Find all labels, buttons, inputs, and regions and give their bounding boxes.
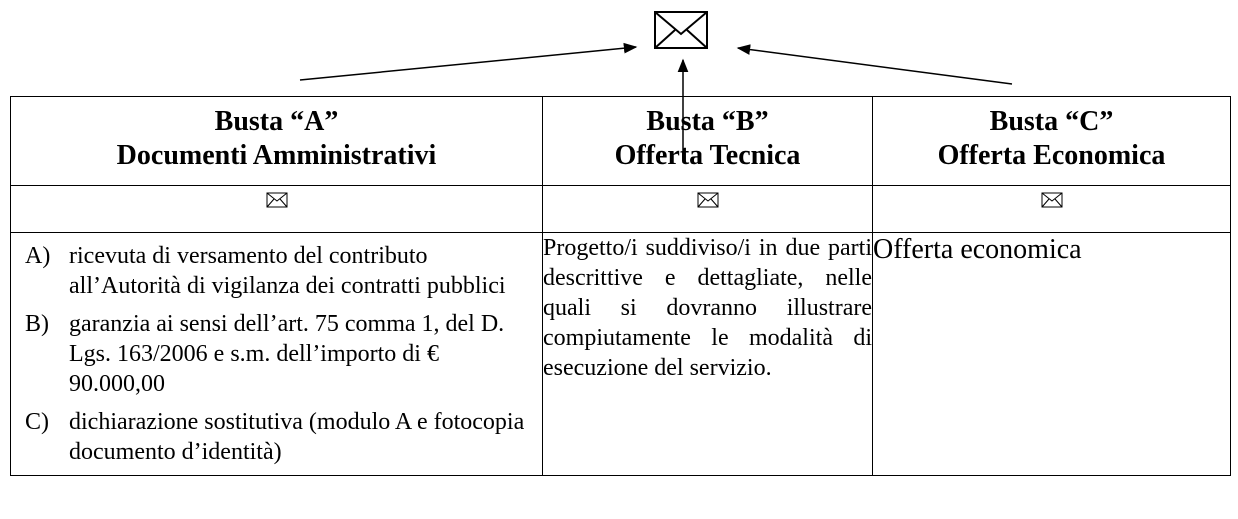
list-marker: B) [25,311,49,337]
envelope-icon [266,192,287,208]
column-subtitle: Offerta Economica [937,140,1166,171]
arrow-right [736,44,1013,85]
column-header-b: Busta “B” Offerta Tecnica [542,96,873,186]
list-marker: C) [25,409,49,435]
column-title: Busta “A” [214,106,339,137]
column-title: Busta “B” [646,106,769,137]
offerta-economica-text: Offerta economica [872,232,1231,476]
envelope-icon [653,10,709,50]
list-item-text: ricevuta di versamento del contributo al… [69,243,506,299]
envelope-table: Busta “A” Documenti Amministrativi Busta… [10,96,1231,476]
list-marker: A) [25,243,51,269]
table-header-row: Busta “A” Documenti Amministrativi Busta… [10,96,1231,186]
document-list: A) ricevuta di versamento del contributo… [11,233,542,467]
column-header-c: Busta “C” Offerta Economica [872,96,1231,186]
table-content-row: A) ricevuta di versamento del contributo… [10,232,1231,476]
offerta-tecnica-text: Progetto/i suddiviso/i in due parti desc… [542,232,873,476]
column-title: Busta “C” [989,106,1114,137]
envelope-icon [1041,192,1062,208]
list-item-text: dichiarazione sostitutiva (modulo A e fo… [69,409,525,465]
list-item: C) dichiarazione sostitutiva (modulo A e… [25,407,538,467]
envelope-icon [697,192,718,208]
documenti-amministrativi-cell: A) ricevuta di versamento del contributo… [10,232,543,476]
arrow-left [299,42,638,81]
table-icon-row [10,185,1231,233]
column-header-a: Busta “A” Documenti Amministrativi [10,96,543,186]
column-subtitle: Offerta Tecnica [614,140,801,171]
list-item-text: garanzia ai sensi dell’art. 75 comma 1, … [69,311,505,397]
list-item: A) ricevuta di versamento del contributo… [25,241,538,301]
list-item: B) garanzia ai sensi dell’art. 75 comma … [25,309,538,399]
column-subtitle: Documenti Amministrativi [116,140,437,171]
